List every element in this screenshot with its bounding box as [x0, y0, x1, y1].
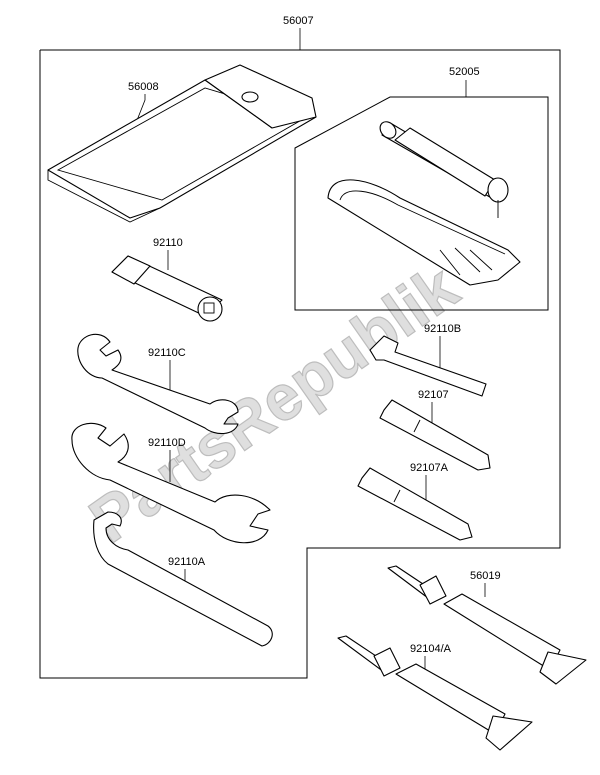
plug-wrench-box [294, 96, 549, 311]
label-92110d: 92110D [148, 437, 186, 449]
grease-tube [387, 565, 587, 685]
label-56007: 56007 [283, 15, 314, 27]
label-92110a: 92110A [168, 556, 206, 568]
label-92104a: 92104/A [410, 643, 452, 655]
open-wrench-small [77, 333, 239, 435]
spark-plug-wrench [379, 121, 509, 218]
open-wrench-large [71, 422, 271, 544]
label-92110b: 92110B [424, 323, 461, 335]
label-52005: 52005 [449, 66, 480, 78]
label-92110c: 92110C [148, 347, 186, 359]
hook-spanner [93, 511, 273, 647]
tool-pouch [47, 64, 317, 223]
grease-tube-a [337, 635, 533, 751]
hex-key [369, 335, 487, 397]
tool-bag [327, 179, 521, 286]
label-56019: 56019 [470, 570, 501, 582]
label-92110: 92110 [153, 237, 183, 249]
screwdriver [379, 399, 491, 471]
label-56008: 56008 [128, 81, 159, 93]
screwdriver-a [357, 467, 473, 541]
label-92107a: 92107A [410, 462, 449, 474]
label-92107: 92107 [418, 389, 449, 401]
toolkit-frame [39, 49, 561, 679]
plug-socket [111, 255, 223, 322]
